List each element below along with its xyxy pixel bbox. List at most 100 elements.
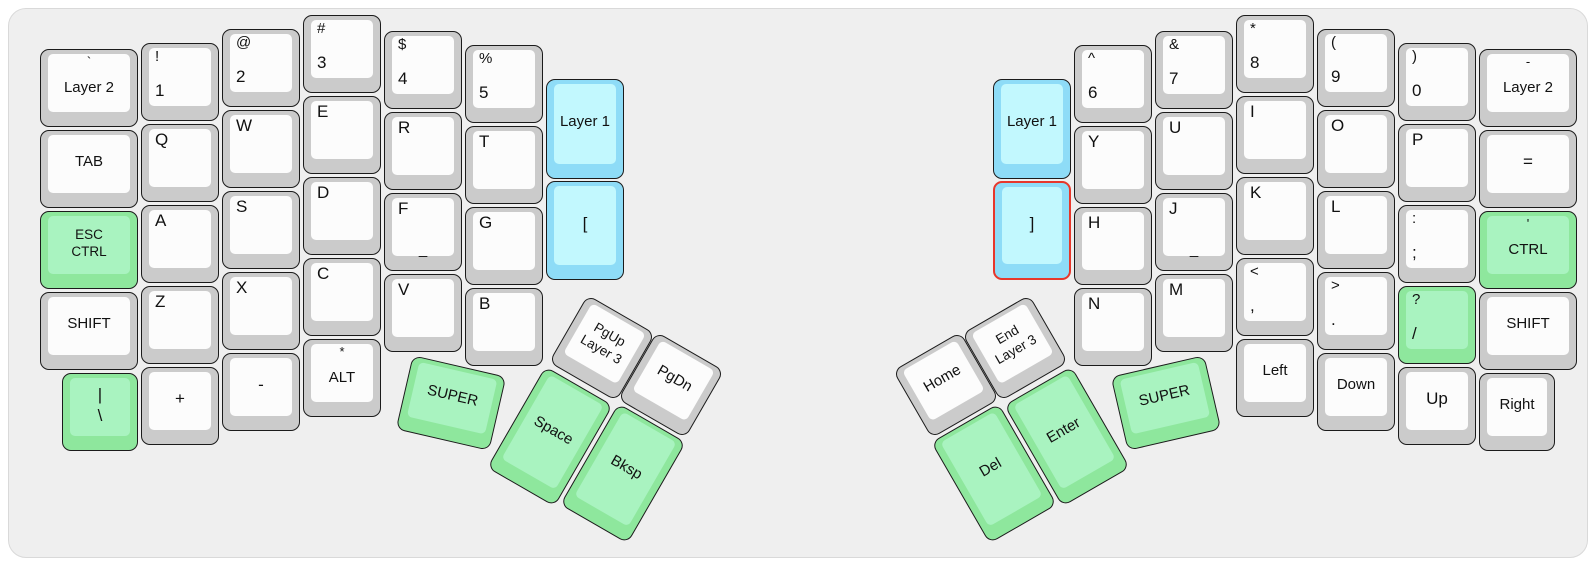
key-2-at[interactable]: @2 xyxy=(222,29,300,107)
key-right-bracket[interactable]: ] xyxy=(993,181,1071,280)
key-3-hash[interactable]: #3 xyxy=(303,15,381,93)
keycap-surface xyxy=(1163,198,1225,256)
keycap-surface: [ xyxy=(554,186,616,265)
keycap-surface xyxy=(1406,48,1468,106)
key-super-right[interactable]: SUPER xyxy=(1110,355,1222,451)
key-legend: ESC xyxy=(75,226,103,242)
key-d[interactable]: D xyxy=(303,177,381,255)
key-0-paren-close[interactable]: )0 xyxy=(1398,43,1476,121)
key-legend: ) xyxy=(1412,48,1417,65)
keycap-surface xyxy=(1163,279,1225,337)
key-shift-right[interactable]: SHIFT xyxy=(1479,292,1577,370)
key-legend: = xyxy=(1523,152,1533,172)
key-p[interactable]: P xyxy=(1398,124,1476,202)
key-legend: V xyxy=(398,280,410,299)
key-l[interactable]: L xyxy=(1317,191,1395,269)
key-y[interactable]: Y xyxy=(1074,126,1152,204)
key-4-dollar[interactable]: $4 xyxy=(384,31,462,109)
keycap-surface xyxy=(1406,129,1468,187)
key-7-ampersand[interactable]: &7 xyxy=(1155,31,1233,109)
key-legend: Enter xyxy=(1043,414,1084,447)
key-w[interactable]: W xyxy=(222,110,300,188)
key-legend: ; xyxy=(1412,243,1417,262)
key-1-exclam[interactable]: !1 xyxy=(141,43,219,121)
key-pipe-backslash[interactable]: |\ xyxy=(62,373,138,451)
key-r[interactable]: R xyxy=(384,112,462,190)
key-q[interactable]: Q xyxy=(141,124,219,202)
keycap-surface: Layer 2 xyxy=(1487,54,1569,112)
key-legend: Space xyxy=(530,412,577,449)
key-legend: SUPER xyxy=(425,381,480,411)
key-equals[interactable]: = xyxy=(1479,130,1577,208)
key-arrow-left[interactable]: Left xyxy=(1236,339,1314,417)
key-grave-layer2[interactable]: Layer 2` xyxy=(40,49,138,127)
key-shift-left[interactable]: SHIFT xyxy=(40,292,138,370)
key-u[interactable]: U xyxy=(1155,112,1233,190)
key-v[interactable]: V xyxy=(384,274,462,352)
keycap-surface xyxy=(149,291,211,349)
keycap-surface xyxy=(1325,196,1387,254)
key-s[interactable]: S xyxy=(222,191,300,269)
key-layer1-left[interactable]: Layer 1 xyxy=(546,79,624,179)
key-legend: 4 xyxy=(398,69,408,88)
key-period-greater[interactable]: >. xyxy=(1317,272,1395,350)
key-e[interactable]: E xyxy=(303,96,381,174)
key-j-homing[interactable]: J_ xyxy=(1155,193,1233,271)
key-n[interactable]: N xyxy=(1074,288,1152,366)
key-legend: B xyxy=(479,294,491,313)
key-6-caret[interactable]: ^6 xyxy=(1074,45,1152,123)
keycap-surface: + xyxy=(149,372,211,430)
key-o[interactable]: O xyxy=(1317,110,1395,188)
key-comma-less[interactable]: <, xyxy=(1236,258,1314,336)
key-z[interactable]: Z xyxy=(141,286,219,364)
key-i[interactable]: I xyxy=(1236,96,1314,174)
key-legend: 7 xyxy=(1169,69,1179,88)
key-arrow-up[interactable]: Up xyxy=(1398,367,1476,445)
key-g[interactable]: G xyxy=(465,207,543,285)
key-super-left[interactable]: SUPER xyxy=(395,355,507,451)
key-k[interactable]: K xyxy=(1236,177,1314,255)
key-b[interactable]: B xyxy=(465,288,543,366)
key-plus[interactable]: + xyxy=(141,367,219,445)
key-5-percent[interactable]: %5 xyxy=(465,45,543,123)
key-tab[interactable]: TAB xyxy=(40,130,138,208)
key-legend: L xyxy=(1331,197,1341,216)
key-h[interactable]: H xyxy=(1074,207,1152,285)
key-legend: O xyxy=(1331,116,1345,135)
key-legend: Y xyxy=(1088,132,1100,151)
key-legend: ' xyxy=(1526,216,1530,231)
keycap-surface: SUPER xyxy=(1119,361,1211,435)
keycap-surface xyxy=(230,115,292,173)
key-f-homing[interactable]: F_ xyxy=(384,193,462,271)
key-asterisk-alt[interactable]: ALT* xyxy=(303,339,381,417)
key-quote-ctrl[interactable]: CTRL' xyxy=(1479,211,1577,289)
key-x[interactable]: X xyxy=(222,272,300,350)
key-legend: Layer 1 xyxy=(1006,113,1058,131)
keycap-surface xyxy=(311,20,373,78)
key-legend: SHIFT xyxy=(67,315,111,333)
key-m[interactable]: M xyxy=(1155,274,1233,352)
key-legend: PgDn xyxy=(654,362,696,396)
key-layer1-right[interactable]: Layer 1 xyxy=(993,79,1071,179)
key-minus-left[interactable]: - xyxy=(222,353,300,431)
key-legend: & xyxy=(1169,36,1180,53)
key-legend: 3 xyxy=(317,53,327,72)
key-minus-layer2[interactable]: Layer 2- xyxy=(1479,49,1577,127)
keycap-surface xyxy=(149,48,211,106)
key-8-asterisk[interactable]: *8 xyxy=(1236,15,1314,93)
key-9-paren-open[interactable]: (9 xyxy=(1317,29,1395,107)
key-left-bracket[interactable]: [ xyxy=(546,181,624,280)
key-semicolon-colon[interactable]: :; xyxy=(1398,205,1476,283)
key-a[interactable]: A xyxy=(141,205,219,283)
keycap-surface xyxy=(230,196,292,254)
keycap-surface xyxy=(1163,36,1225,94)
key-t[interactable]: T xyxy=(465,126,543,204)
key-c[interactable]: C xyxy=(303,258,381,336)
key-arrow-right[interactable]: Right xyxy=(1479,373,1555,451)
key-slash-question[interactable]: ?/ xyxy=(1398,286,1476,364)
key-arrow-down[interactable]: Down xyxy=(1317,353,1395,431)
keycap-surface xyxy=(311,182,373,240)
